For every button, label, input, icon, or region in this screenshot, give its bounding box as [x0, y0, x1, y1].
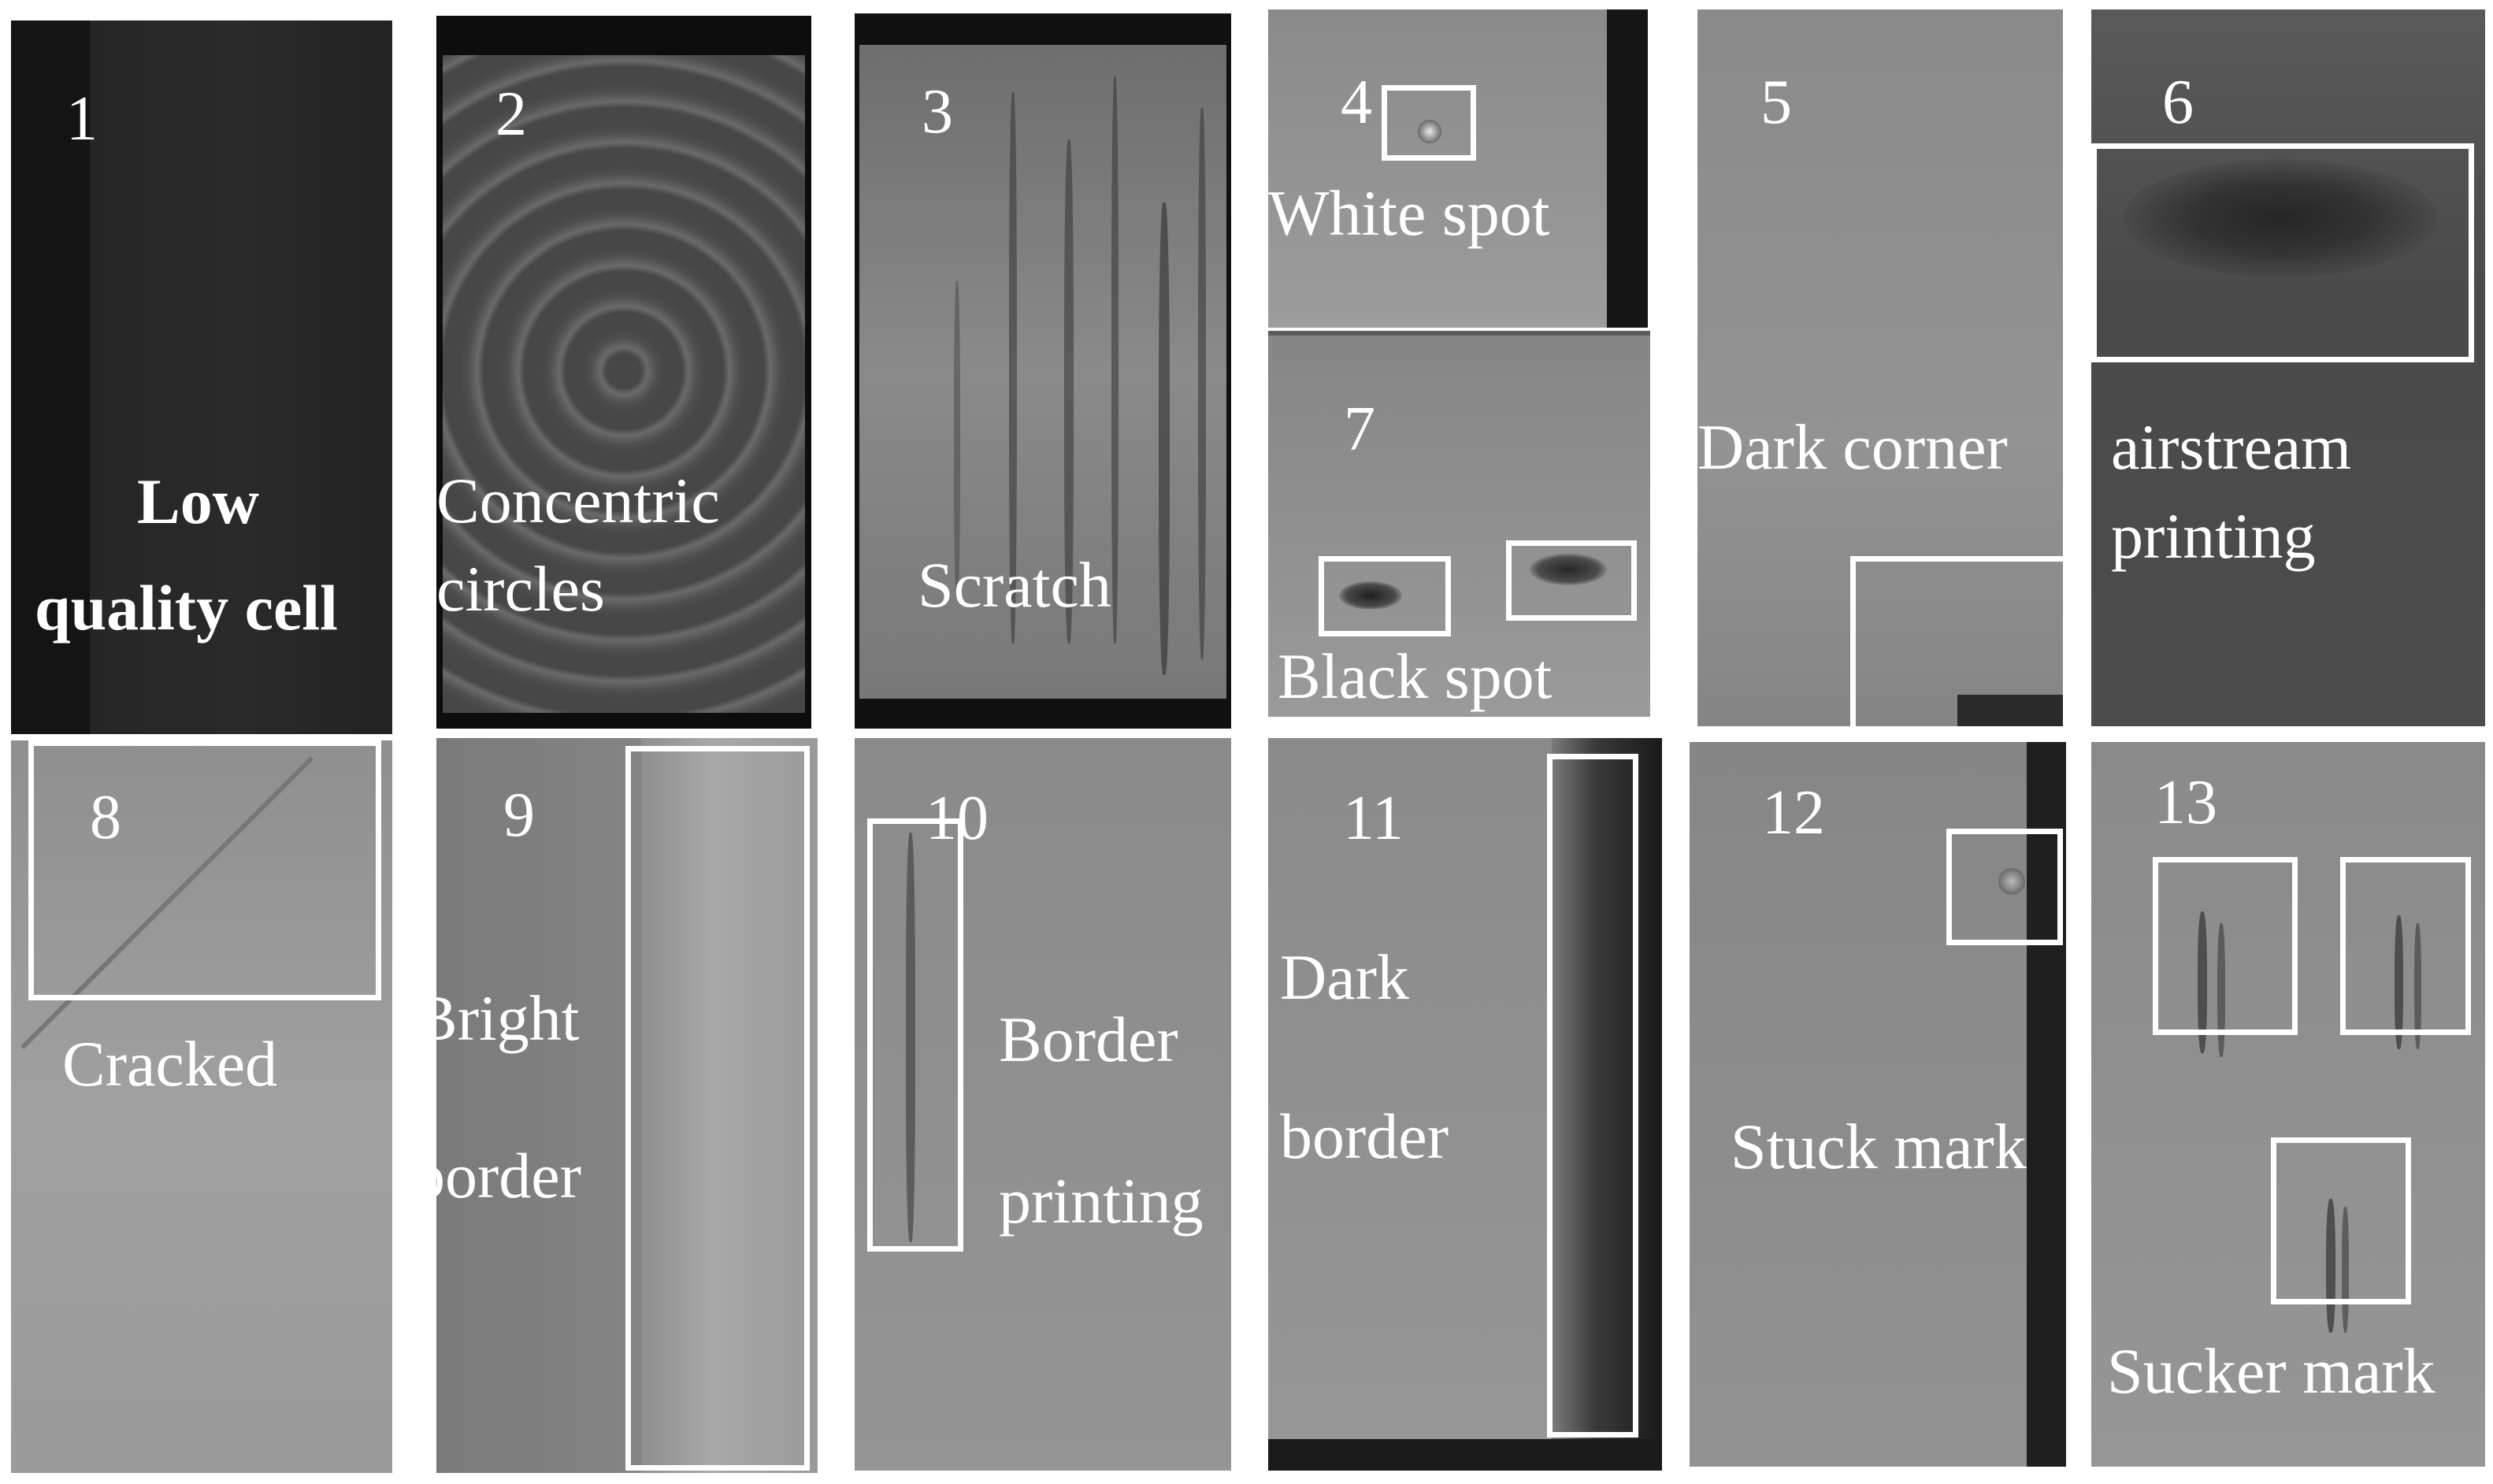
defect-box: [1850, 556, 2063, 726]
panel-number: 13: [2154, 768, 2217, 837]
panel-label-line-1: Concentric: [436, 465, 720, 536]
panel-2-concentric-circles: 2 Concentric circles: [436, 16, 811, 729]
panel-label-line-1: Black spot: [1278, 640, 1553, 712]
panel-11-dark-border: 11 Dark border: [1268, 738, 1662, 1471]
panel-number: 2: [495, 80, 527, 149]
defect-box: [1547, 754, 1638, 1438]
defect-box: [2153, 857, 2298, 1035]
panel-1-low-quality-cell: 1 Low quality cell: [11, 20, 392, 734]
panel-10-border-printing: 10 Border printing: [855, 738, 1231, 1471]
panel-13-sucker-mark: 13 Sucker mark: [2091, 742, 2485, 1467]
panel-label-line-2: circles: [436, 553, 605, 625]
defect-box: [1946, 829, 2063, 945]
panel-label-line-2: printing: [999, 1165, 1204, 1237]
panel-label-line-1: Dark: [1280, 941, 1409, 1013]
defect-box: [2340, 857, 2471, 1035]
panel-label-line-2: border: [1280, 1100, 1449, 1172]
defect-box: [1319, 556, 1451, 636]
panel-8-cracked: 8 Cracked: [11, 740, 392, 1473]
panel-9-bright-border: 9 Bright border: [436, 738, 818, 1473]
panel-12-stuck-mark: 12 Stuck mark: [1690, 742, 2066, 1467]
defect-box: [2271, 1137, 2411, 1304]
panel-label-line-1: Cracked: [62, 1028, 278, 1100]
panel-number: 7: [1344, 395, 1375, 464]
panel-label-line-1: Border: [999, 1004, 1178, 1075]
panel-6-airstream-printing: 6 airstream printing: [2091, 9, 2485, 726]
defect-box: [867, 818, 963, 1252]
panel-number: 5: [1760, 68, 1792, 137]
panel-label-line-2: border: [436, 1140, 582, 1211]
panel-number: 6: [2162, 68, 2194, 137]
panel-label-line-1: Low: [137, 466, 259, 537]
defect-box: [2091, 143, 2474, 362]
panel-label-line-1: Stuck mark: [1731, 1111, 2027, 1182]
panel-number: 8: [90, 783, 121, 852]
panel-number: 12: [1762, 778, 1825, 848]
panel-number: 1: [66, 84, 98, 154]
panel-5-dark-corner: 5 Dark corner: [1697, 9, 2063, 726]
panel-number: 9: [503, 781, 535, 850]
panel-label-line-1: Scratch: [918, 549, 1111, 621]
panel-number: 4: [1341, 68, 1372, 137]
panel-label-line-1: Sucker mark: [2107, 1335, 2435, 1407]
defect-box: [1506, 540, 1637, 621]
panel-label-line-1: Dark corner: [1697, 411, 2008, 483]
panel-label-line-2: quality cell: [35, 572, 338, 644]
panel-label-line-1: Bright: [436, 982, 580, 1054]
defect-box: [1382, 85, 1476, 161]
panel-7-black-spot: 7 Black spot: [1268, 331, 1650, 717]
defect-box: [625, 746, 810, 1471]
panel-label-line-2: printing: [2111, 500, 2316, 572]
panel-number: 3: [922, 77, 953, 147]
defect-box: [28, 740, 381, 1000]
panel-label-line-1: airstream: [2111, 411, 2352, 483]
panel-number: 11: [1343, 784, 1404, 853]
panel-label-line-1: White spot: [1268, 177, 1550, 249]
panel-3-scratch: 3 Scratch: [855, 13, 1231, 729]
panel-4-white-spot: 4 White spot: [1268, 9, 1648, 328]
